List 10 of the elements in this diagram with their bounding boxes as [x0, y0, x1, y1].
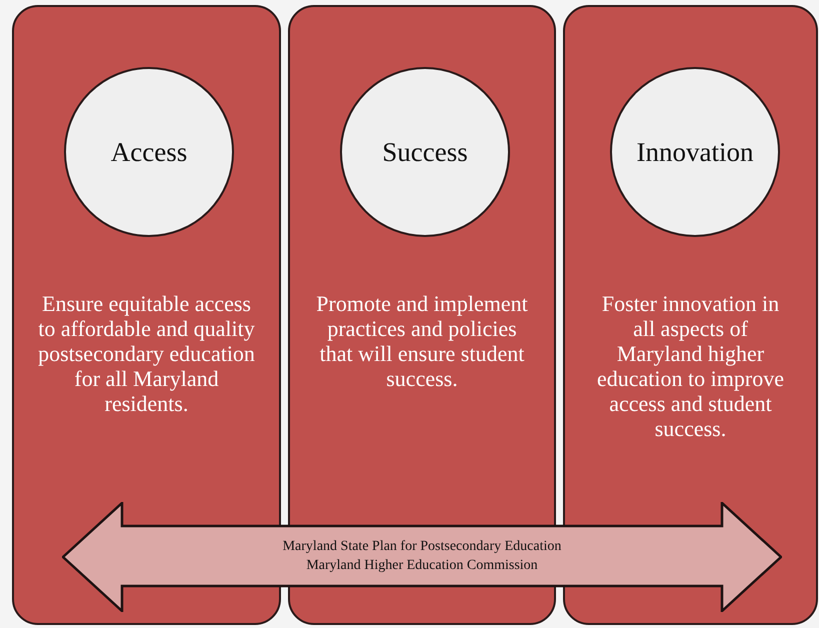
column-panel	[563, 5, 818, 625]
band-title: Maryland State Plan for Postsecondary Education	[282, 539, 562, 555]
goal-title: Success	[382, 136, 468, 168]
goal-description: Ensure equitable access to affordable and quality postsecondary education for all Maryland residents.	[38, 291, 255, 416]
goal-title: Access	[110, 136, 188, 168]
column-panel	[12, 5, 281, 625]
goal-title: Innovation	[636, 136, 754, 168]
goal-description: Foster innovation in all aspects of Maryland higher education to improve access and student success.	[596, 291, 785, 441]
band-subtitle: Maryland Higher Education Commission	[305, 558, 539, 574]
goal-description: Promote and implement practices and policies that will ensure student success.	[315, 291, 529, 391]
